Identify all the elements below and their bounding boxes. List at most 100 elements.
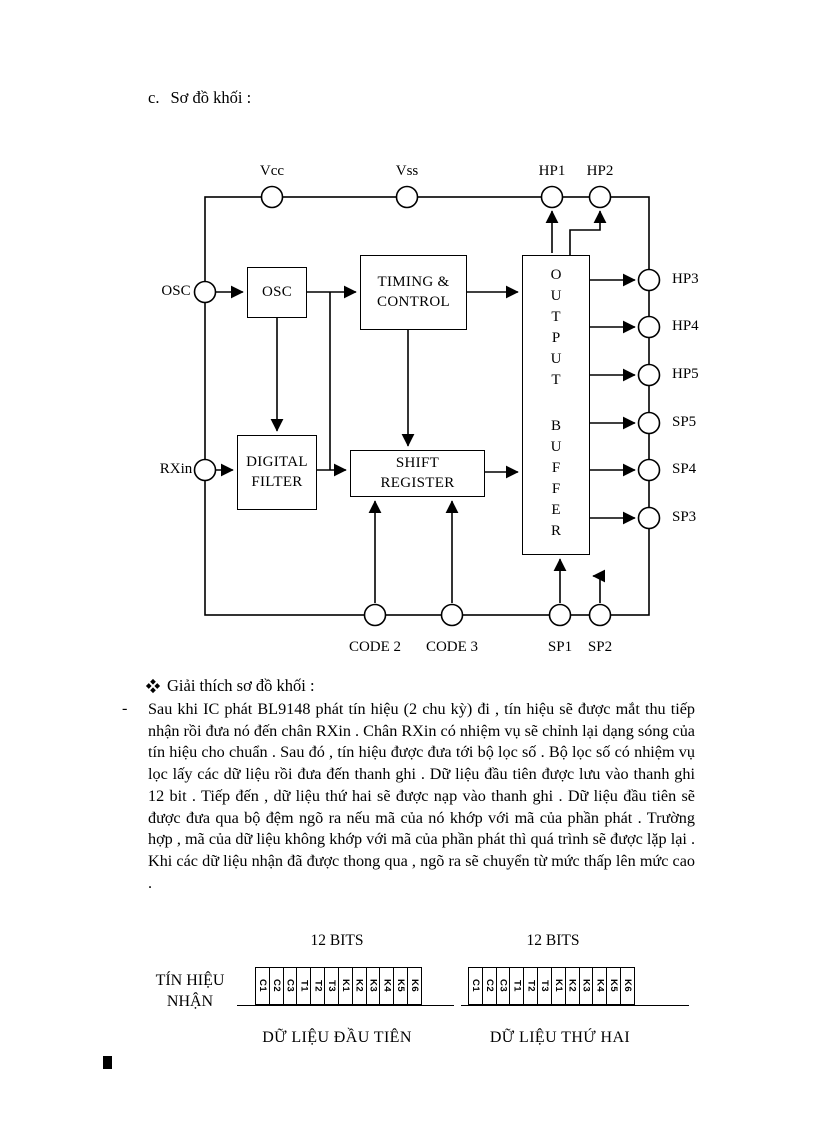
bit-cell: C1	[468, 967, 483, 1005]
pin-label-sp5: SP5	[672, 414, 697, 430]
bit-cell: K3	[578, 967, 594, 1005]
bits-label-second: 12 BITS	[526, 932, 580, 949]
bit-cells-first: C1 C2 C3 T1 T2 T3 K1 K2 K3 K4 K5 K6	[255, 967, 422, 1005]
bit-cell: K6	[619, 967, 635, 1005]
bit-cell: T2	[523, 967, 539, 1005]
bit-cell: K5	[393, 967, 409, 1005]
explanation-heading-row: Giải thích sơ đồ khối :	[145, 676, 315, 696]
bit-cell: C2	[268, 967, 284, 1005]
pin-label-code3: CODE 3	[425, 639, 479, 655]
received-signal-label-line1: TÍN HIỆU	[155, 972, 225, 989]
osc-block-label: OSC	[261, 283, 293, 300]
bit-cell: T1	[296, 967, 312, 1005]
bit-cell: C3	[495, 967, 511, 1005]
list-dash-marker: -	[122, 699, 128, 717]
bit-cell: T1	[509, 967, 525, 1005]
pin-circle-sp3	[637, 506, 661, 530]
bit-cell-label: C1	[257, 979, 268, 993]
timing-control-block: TIMING & CONTROL	[360, 255, 467, 330]
bit-cell: K1	[550, 967, 566, 1005]
bit-cell-label: T1	[298, 979, 310, 993]
pin-circle-hp4	[637, 315, 661, 339]
pin-label-vcc: Vcc	[259, 163, 285, 179]
bit-cell-label: C2	[270, 979, 282, 993]
print-artifact-mark	[103, 1056, 112, 1069]
pin-circle-code2	[363, 603, 387, 627]
block-diagram	[193, 185, 661, 627]
shift-block-line2: REGISTER	[380, 474, 455, 491]
pin-label-hp4: HP4	[672, 318, 699, 334]
caption-second-data: DỮ LIỆU THỨ HAI	[489, 1029, 631, 1046]
shift-block-line1: SHIFT	[395, 455, 440, 471]
bit-cell: K2	[564, 967, 580, 1005]
bit-cell: K2	[351, 967, 367, 1005]
pin-label-osc: OSC	[161, 283, 191, 299]
ic-boundary	[204, 196, 650, 616]
output-buffer-block: OUTPUT BUFFER	[522, 255, 590, 555]
digital-block-line2: FILTER	[251, 473, 303, 490]
section-heading: c. Sơ đồ khối :	[148, 88, 251, 108]
pin-circle-vcc	[260, 185, 284, 209]
digital-block-line1: DIGITAL	[246, 454, 308, 470]
pin-circle-sp5	[637, 411, 661, 435]
pin-label-vss: Vss	[395, 163, 419, 179]
pin-label-sp2: SP2	[587, 639, 613, 655]
pin-circle-sp1	[548, 603, 572, 627]
pin-circle-osc	[193, 280, 217, 304]
heading-text: Sơ đồ khối :	[170, 88, 252, 107]
pin-label-code2: CODE 2	[348, 639, 402, 655]
pin-circle-rxin	[193, 458, 217, 482]
bit-cell-label: T2	[312, 979, 324, 993]
bit-cells-second: C1 C2 C3 T1 T2 T3 K1 K2 K3 K4 K5 K6	[468, 967, 635, 1005]
shift-register-block: SHIFT REGISTER	[350, 450, 485, 497]
bit-cell-label: K6	[621, 979, 633, 993]
pin-label-hp5: HP5	[672, 366, 699, 382]
pin-label-hp2: HP2	[586, 163, 614, 179]
caption-first-data: DỮ LIỆU ĐẦU TIÊN	[262, 1029, 412, 1046]
pin-circle-sp2	[588, 603, 612, 627]
diamond-bullet-icon	[145, 678, 161, 694]
connector-buffer-to-hp2	[569, 210, 607, 255]
bit-cell-label: K1	[552, 979, 564, 993]
bit-cell-label: K4	[381, 979, 393, 993]
bit-cell-label: K3	[367, 979, 379, 993]
explanation-paragraph: Sau khi IC phát BL9148 phát tín hiệu (2 …	[148, 700, 695, 892]
bit-cell: K1	[337, 967, 353, 1005]
received-signal-label: TÍN HIỆU NHẬN	[140, 970, 240, 1012]
pin-circle-hp5	[637, 363, 661, 387]
pin-circle-hp3	[637, 268, 661, 292]
timing-block-line1: TIMING &	[377, 274, 450, 290]
bit-cell-label: C3	[284, 979, 296, 993]
bit-cell: K4	[379, 967, 395, 1005]
pin-label-sp4: SP4	[672, 461, 697, 477]
bit-cell-label: K1	[339, 979, 351, 993]
bit-cell: C3	[282, 967, 298, 1005]
osc-block: OSC	[247, 267, 307, 318]
bit-cell-label: K4	[594, 979, 606, 993]
bit-cell: T3	[537, 967, 553, 1005]
timing-block-line2: CONTROL	[377, 293, 450, 310]
bits-label-first: 12 BITS	[310, 932, 364, 949]
bit-cell-label: C1	[470, 979, 481, 993]
bit-cell-label: T3	[326, 979, 338, 993]
pin-circle-hp2	[588, 185, 612, 209]
bit-cell-label: T1	[511, 979, 523, 993]
buffer-word-output: OUTPUT	[550, 267, 562, 388]
digital-filter-block: DIGITAL FILTER	[237, 435, 317, 510]
bit-cell-label: K3	[580, 979, 592, 993]
bit-cell: K4	[592, 967, 608, 1005]
bit-frame-first: C1 C2 C3 T1 T2 T3 K1 K2 K3 K4 K5 K6	[237, 966, 454, 1006]
pin-circle-hp1	[540, 185, 564, 209]
bit-cell-label: K2	[353, 979, 365, 993]
pin-label-hp1: HP1	[538, 163, 566, 179]
bit-cell: C2	[481, 967, 497, 1005]
pin-circle-code3	[440, 603, 464, 627]
bit-cell-label: C3	[497, 979, 509, 993]
bit-cell-label: K5	[395, 979, 407, 993]
bit-cell: C1	[255, 967, 270, 1005]
pin-label-sp3: SP3	[672, 509, 697, 525]
pin-circle-sp4	[637, 458, 661, 482]
buffer-word-buffer: BUFFER	[550, 418, 562, 539]
bit-cell-label: T3	[539, 979, 551, 993]
